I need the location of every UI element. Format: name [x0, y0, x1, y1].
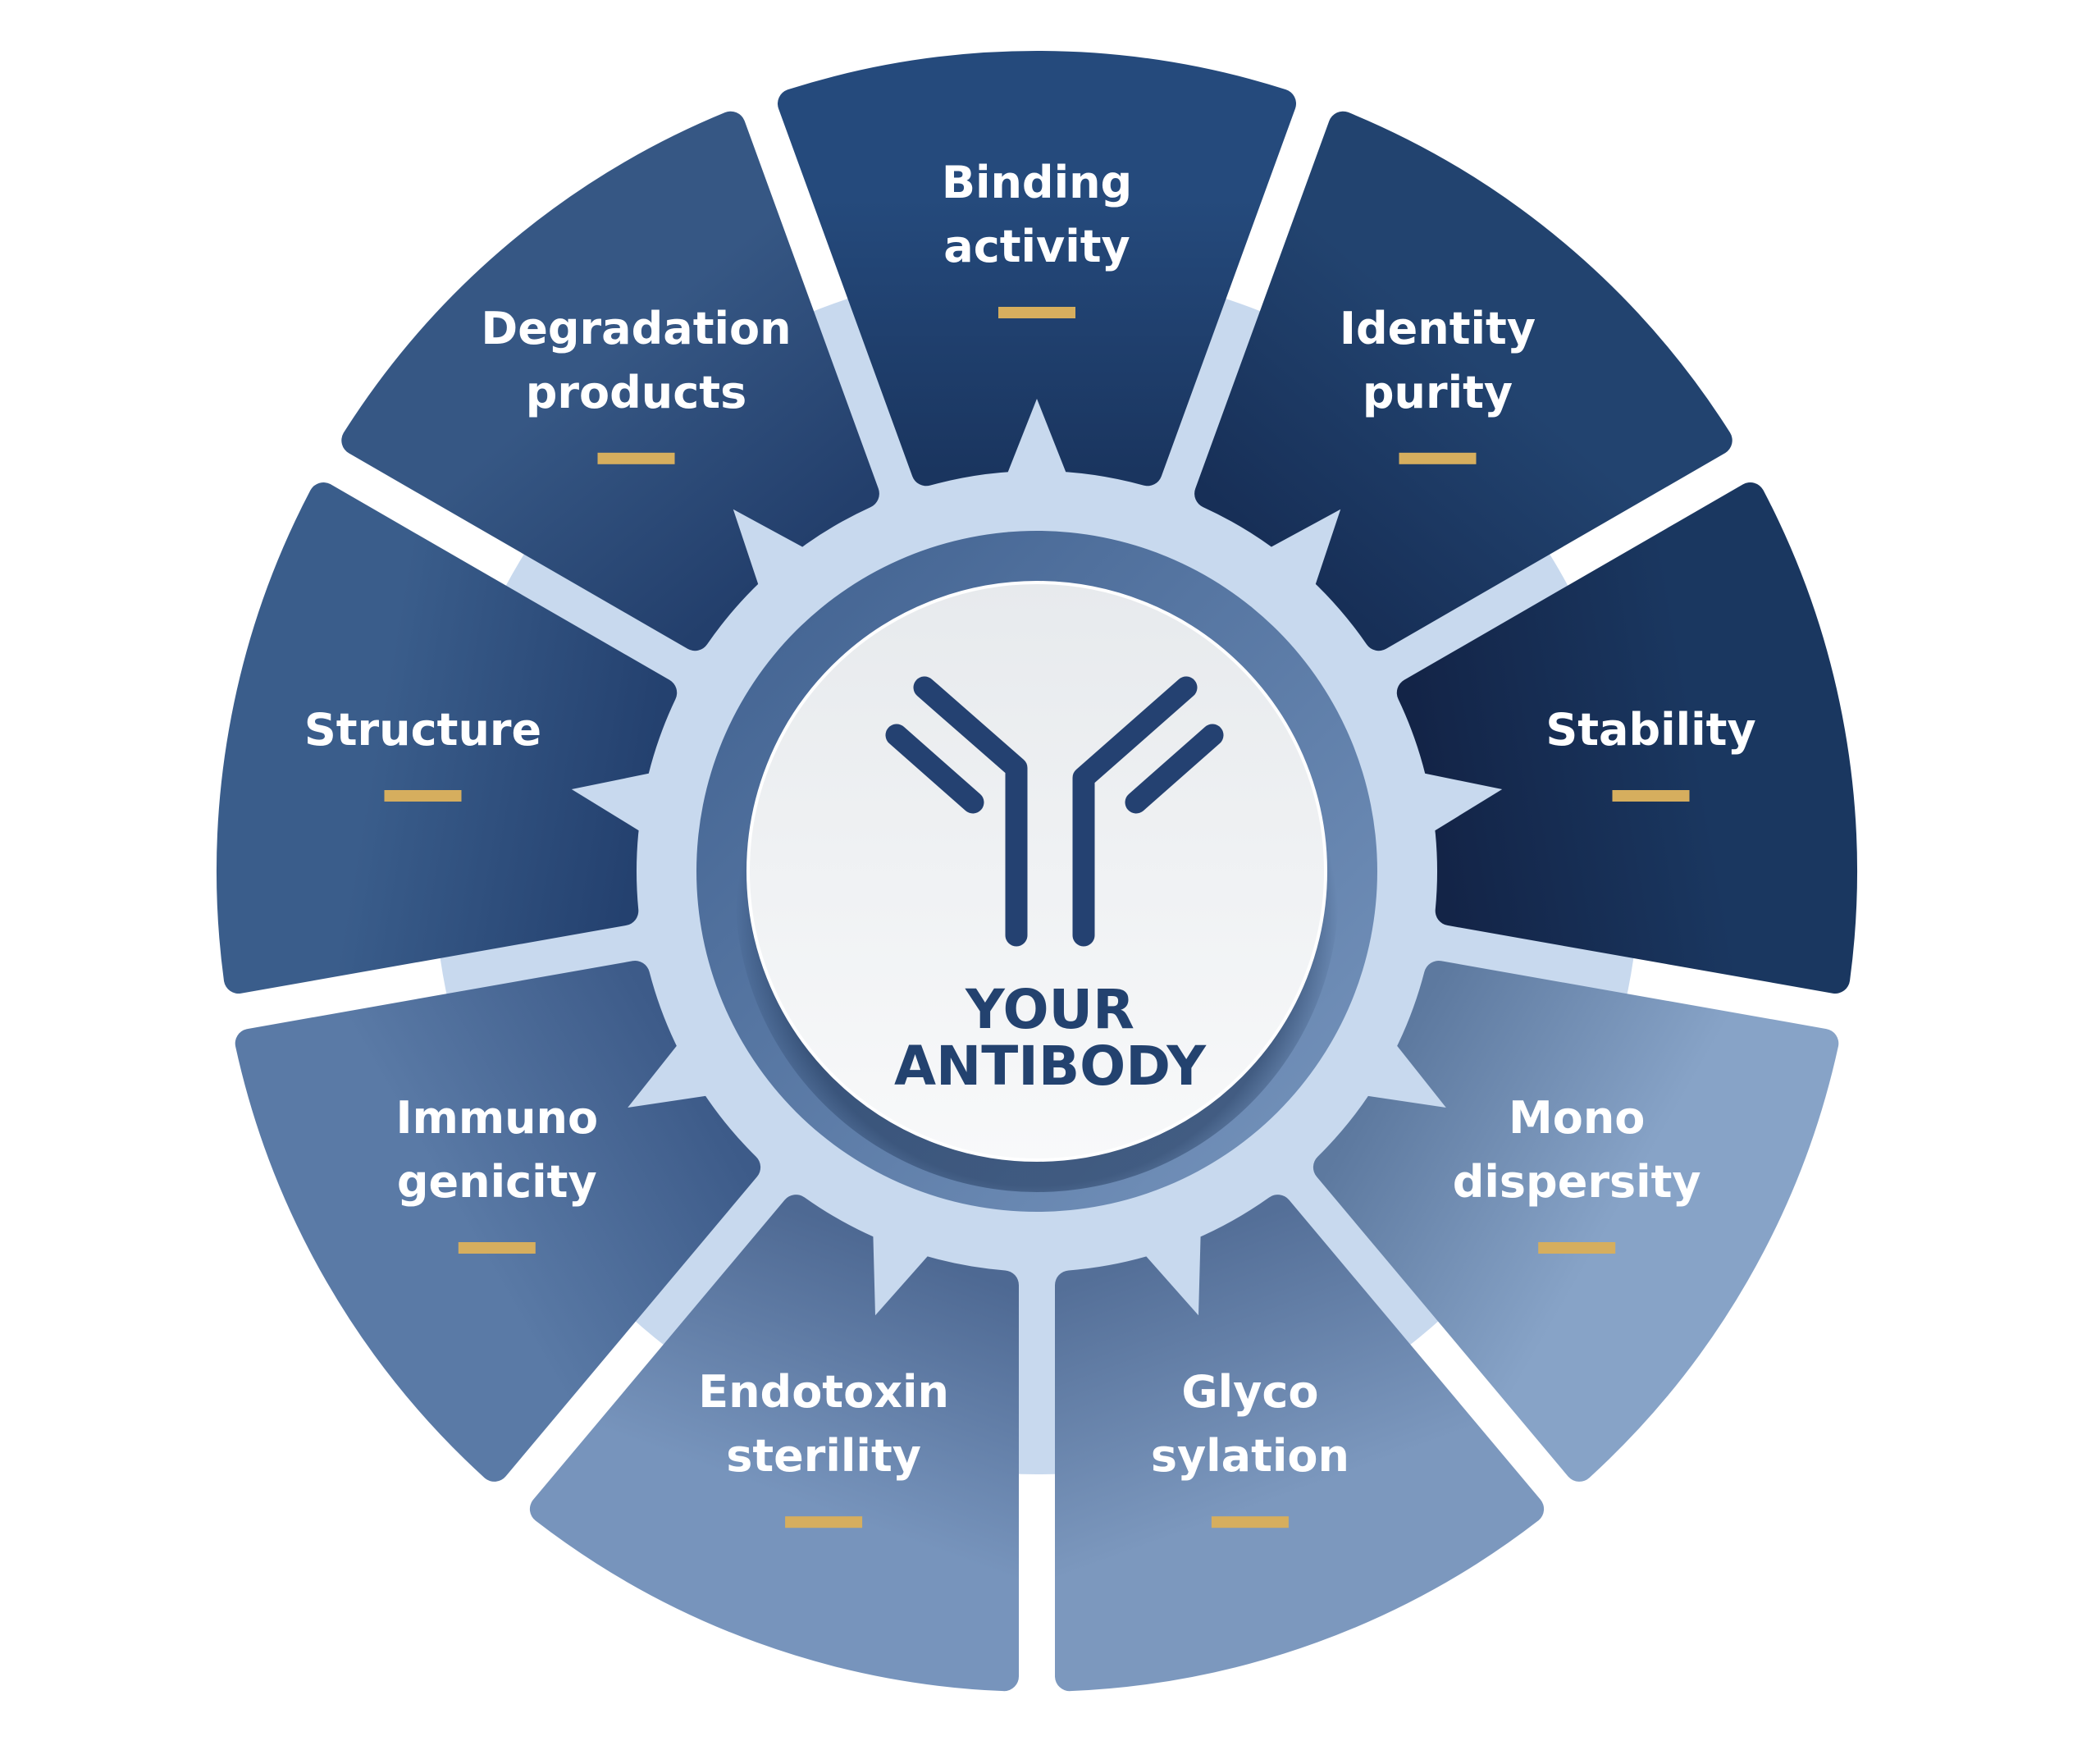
segment-label-line: activity [943, 221, 1130, 272]
accent-bar [998, 307, 1075, 318]
segment-label-line: Glyco [1181, 1366, 1318, 1418]
segment-label-line: Immuno [395, 1092, 598, 1144]
segment-label-endotoxin-sterility: Endotoxin sterility [698, 1366, 949, 1528]
antibody-light-chain-left [885, 724, 984, 814]
segment-endotoxin-sterility [529, 1195, 1019, 1692]
segment-stability [1396, 482, 1857, 994]
accent-bar [1399, 452, 1477, 464]
segment-label-glycosylation: Glyco sylation [1151, 1366, 1349, 1528]
hub-tooth [733, 509, 817, 600]
antibody-y-icon [885, 676, 1224, 947]
segment-mono-dispersity [1312, 961, 1839, 1482]
segment-structure [217, 482, 678, 994]
hub-tooth [628, 1033, 722, 1108]
antibody-heavy-chain-left [913, 676, 1028, 947]
segment-identity-purity [1194, 111, 1732, 651]
segment-label-line: Structure [304, 704, 541, 756]
hub-tooth [1257, 509, 1341, 600]
accent-bar [597, 452, 675, 464]
segment-label-immunogenicity: Immuno genicity [395, 1092, 598, 1254]
segment-binding-activity [778, 50, 1296, 487]
hub-teeth [571, 399, 1503, 1316]
center-title-line1: YOUR [965, 978, 1134, 1041]
segment-label-line: Endotoxin [698, 1366, 949, 1418]
hub-tooth [872, 1220, 938, 1316]
segment-label-line: dispersity [1453, 1156, 1701, 1208]
segment-glycosylation [1055, 1195, 1545, 1692]
segment-label-line: products [526, 367, 746, 418]
hub-tooth [571, 770, 665, 839]
accent-bar [1538, 1242, 1616, 1254]
segment-label-stability: Stability [1545, 704, 1756, 802]
antibody-heavy-chain-right [1072, 676, 1198, 947]
accent-bar [1211, 1516, 1289, 1528]
segment-label-binding-activity: Binding activity [942, 157, 1132, 318]
segment-label-line: Mono [1509, 1092, 1645, 1144]
segment-label-line: purity [1363, 367, 1513, 418]
segment-label-mono-dispersity: Mono dispersity [1453, 1092, 1701, 1254]
accent-bar [458, 1242, 536, 1254]
segment-label-line: Binding [942, 157, 1132, 208]
hub-tooth [1135, 1220, 1202, 1316]
segment-label-degradation-products: Degradation products [481, 303, 792, 464]
center-title-line2: ANTIBODY [894, 1035, 1207, 1098]
hub-tooth [1002, 399, 1072, 487]
accent-bar [1612, 790, 1690, 802]
segment-degradation-products [341, 111, 879, 651]
antibody-light-chain-right [1125, 724, 1224, 814]
segment-label-identity-purity: Identity purity [1340, 303, 1536, 464]
segment-immunogenicity [235, 961, 761, 1482]
accent-bar [384, 790, 462, 802]
hub-tooth [1352, 1033, 1446, 1108]
hub-tooth [1408, 770, 1503, 839]
segment-label-line: Identity [1340, 303, 1536, 354]
segment-label-line: sylation [1151, 1430, 1349, 1482]
accent-bar [785, 1516, 863, 1528]
segment-label-line: sterility [726, 1430, 921, 1482]
segment-label-line: Stability [1545, 704, 1755, 756]
segment-label-line: genicity [397, 1156, 597, 1208]
segment-label-structure: Structure [304, 704, 541, 802]
segment-group [217, 50, 1857, 1692]
segment-label-line: Degradation [481, 303, 791, 354]
